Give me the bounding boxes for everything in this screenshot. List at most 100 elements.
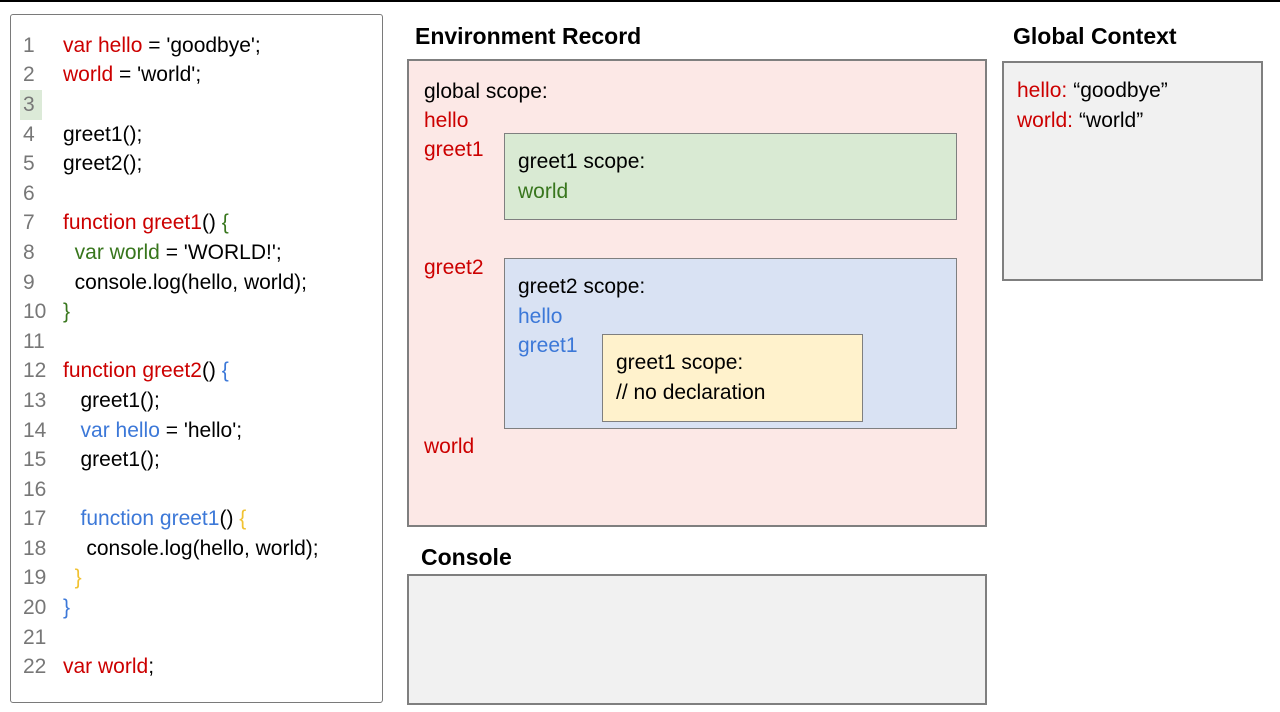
greet1-scope-var-world: world: [518, 179, 569, 203]
greet2-scope-var-greet1: greet1: [518, 334, 578, 357]
global-context-entry-name: hello:: [1017, 79, 1068, 102]
code-text: greet1();: [63, 448, 160, 472]
code-token: var world: [63, 655, 149, 679]
code-token: var hello: [80, 418, 160, 442]
code-token: = 'WORLD!';: [159, 240, 282, 264]
code-line: 16: [11, 475, 382, 505]
code-token: {: [221, 211, 229, 235]
console-title: Console: [421, 544, 512, 570]
code-line: 20}: [11, 593, 382, 623]
code-text: greet1();: [63, 389, 160, 413]
global-context-entry-name: world:: [1017, 108, 1074, 132]
code-line: 1 var hello = 'goodbye';: [11, 31, 382, 61]
code-token: }: [74, 566, 82, 590]
global-var-greet1: greet1: [424, 138, 484, 161]
code-line: 18 console.log(hello, world);: [11, 534, 382, 564]
code-token: function greet2: [63, 359, 202, 383]
code-token: (): [201, 359, 222, 383]
code-line: 10}: [11, 297, 382, 327]
environment-record-box: global scope: hello greet1 greet2 world …: [407, 59, 987, 527]
code-text: var world = 'WORLD!';: [63, 241, 282, 265]
code-token: = 'goodbye';: [142, 33, 261, 57]
code-line: 13 greet1();: [11, 386, 382, 416]
code-text: function greet2() {: [63, 359, 229, 383]
inner-greet1-scope-comment: // no declaration: [616, 380, 766, 404]
line-number: 18: [23, 536, 47, 560]
code-line: 15 greet1();: [11, 445, 382, 475]
console-box: [407, 574, 987, 705]
code-text: greet2();: [63, 152, 142, 176]
line-number: 12: [23, 359, 47, 383]
code-token: console.log(hello, world);: [63, 270, 307, 294]
global-context-entry-value: “goodbye”: [1073, 79, 1168, 102]
code-token: [63, 566, 75, 589]
line-number: 2: [23, 63, 35, 87]
global-context-entry-value: “world”: [1079, 108, 1144, 132]
line-number: 9: [23, 270, 35, 294]
code-token: (): [201, 211, 222, 235]
code-line: 11: [11, 327, 382, 357]
line-number: 15: [23, 448, 47, 472]
code-token: [63, 241, 75, 264]
code-token: [63, 507, 81, 530]
code-text: var world;: [63, 655, 154, 679]
code-token: greet2();: [63, 152, 143, 176]
inner-greet1-scope-label: greet1 scope:: [616, 351, 744, 374]
greet2-scope-var-hello: hello: [518, 304, 563, 328]
line-number: 19: [23, 566, 47, 590]
code-token: var hello: [63, 33, 143, 57]
code-text: }: [63, 596, 70, 620]
line-number: 1: [23, 33, 35, 57]
code-line: 17 function greet1() {: [11, 505, 382, 535]
code-text: greet1();: [63, 123, 142, 147]
line-number: 13: [23, 388, 47, 412]
code-token: (): [219, 507, 240, 531]
code-text: function greet1() {: [63, 211, 229, 235]
code-token: var world: [74, 240, 160, 264]
code-line: 19 }: [11, 564, 382, 594]
line-number: 16: [23, 477, 47, 501]
greet1-scope-box: greet1 scope: world: [504, 133, 957, 220]
code-token: {: [221, 359, 229, 383]
global-context-entry: world:“world”: [1017, 106, 1261, 136]
code-panel: 1 var hello = 'goodbye'; 2 world = 'world';…: [10, 14, 383, 703]
environment-record-title: Environment Record: [415, 23, 642, 49]
code-lines: 1 var hello = 'goodbye'; 2 world = 'world';…: [11, 31, 382, 682]
global-context-title: Global Context: [1013, 23, 1177, 49]
line-number: 10: [23, 300, 47, 324]
line-number: 21: [23, 625, 47, 649]
code-line: 12 function greet2() {: [11, 357, 382, 387]
code-line: 7 function greet1() {: [11, 209, 382, 239]
code-line: 2 world = 'world';: [11, 61, 382, 91]
slide-top-border: [0, 0, 1280, 2]
code-token: = 'hello';: [159, 418, 243, 442]
line-number: 22: [23, 655, 47, 679]
code-text: world = 'world';: [63, 63, 201, 87]
greet2-scope-box: greet2 scope: hello greet1 greet1 scope:…: [504, 258, 957, 429]
code-token: greet1();: [63, 448, 160, 472]
code-token: console.log(hello, world);: [63, 536, 319, 560]
code-line: 22 var world;: [11, 652, 382, 682]
code-line: 3: [11, 89, 382, 120]
code-text: function greet1() {: [63, 507, 247, 531]
line-number: 20: [23, 596, 47, 620]
line-number: 8: [23, 240, 35, 264]
global-context-box: hello:“goodbye” world:“world”: [1002, 61, 1263, 281]
code-token: function greet1: [80, 507, 220, 531]
code-line: 21: [11, 623, 382, 653]
code-token: greet1();: [63, 388, 160, 412]
global-var-world: world: [424, 435, 475, 458]
inner-greet1-scope-box: greet1 scope: // no declaration: [602, 334, 863, 422]
code-token: greet1();: [63, 122, 143, 146]
global-var-hello: hello: [424, 109, 469, 132]
code-token: world: [63, 63, 114, 87]
code-token: }: [63, 596, 71, 620]
line-number: 14: [23, 418, 47, 442]
code-token: [63, 419, 81, 442]
code-token: }: [63, 300, 71, 324]
code-text: console.log(hello, world);: [63, 536, 319, 561]
line-number: 7: [23, 211, 35, 235]
greet2-scope-label: greet2 scope:: [518, 275, 646, 298]
